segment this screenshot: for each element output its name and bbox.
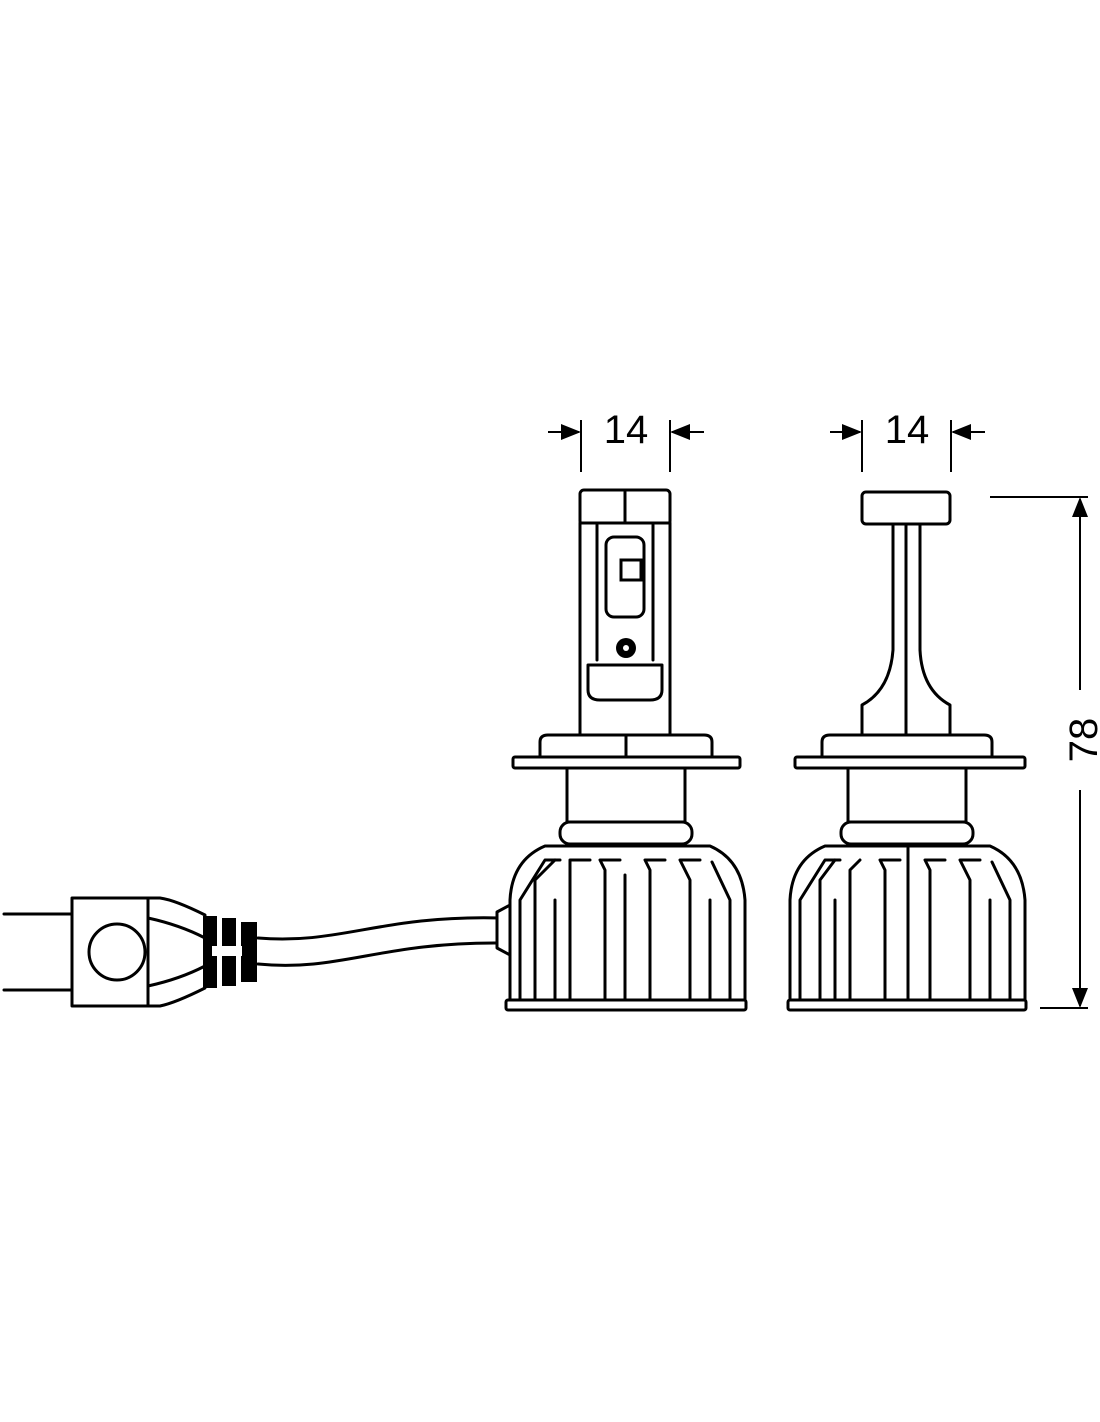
rib-3	[241, 922, 257, 982]
led-body	[578, 521, 672, 737]
ring	[839, 820, 975, 846]
cable-top	[256, 916, 502, 941]
rib-1	[203, 916, 217, 988]
dimension-height: 78	[990, 496, 1100, 1009]
heatsink-base	[504, 998, 748, 1012]
bulb-front-view	[504, 488, 748, 1012]
collar	[820, 733, 994, 759]
heatsink-base	[786, 998, 1028, 1012]
led-cap	[860, 490, 952, 526]
led-chip-frame	[604, 535, 646, 619]
dimension-label: 78	[1062, 718, 1100, 763]
plug-taper	[146, 896, 207, 1008]
dimension-label: 14	[604, 408, 649, 452]
dimension-right-width: 14	[830, 408, 985, 472]
led-chip	[619, 558, 643, 582]
dimension-label: 14	[885, 408, 930, 452]
plug-housing	[70, 896, 150, 1008]
bulb-side-view	[786, 490, 1028, 1012]
flange	[511, 755, 742, 770]
neck	[565, 766, 687, 824]
ring	[558, 820, 694, 846]
dimension-left-width: 14	[548, 408, 704, 472]
cable-bottom	[256, 941, 502, 967]
connector-plug	[2, 896, 512, 1008]
neck	[846, 766, 968, 824]
flange	[793, 755, 1027, 770]
plug-hole	[87, 922, 147, 982]
